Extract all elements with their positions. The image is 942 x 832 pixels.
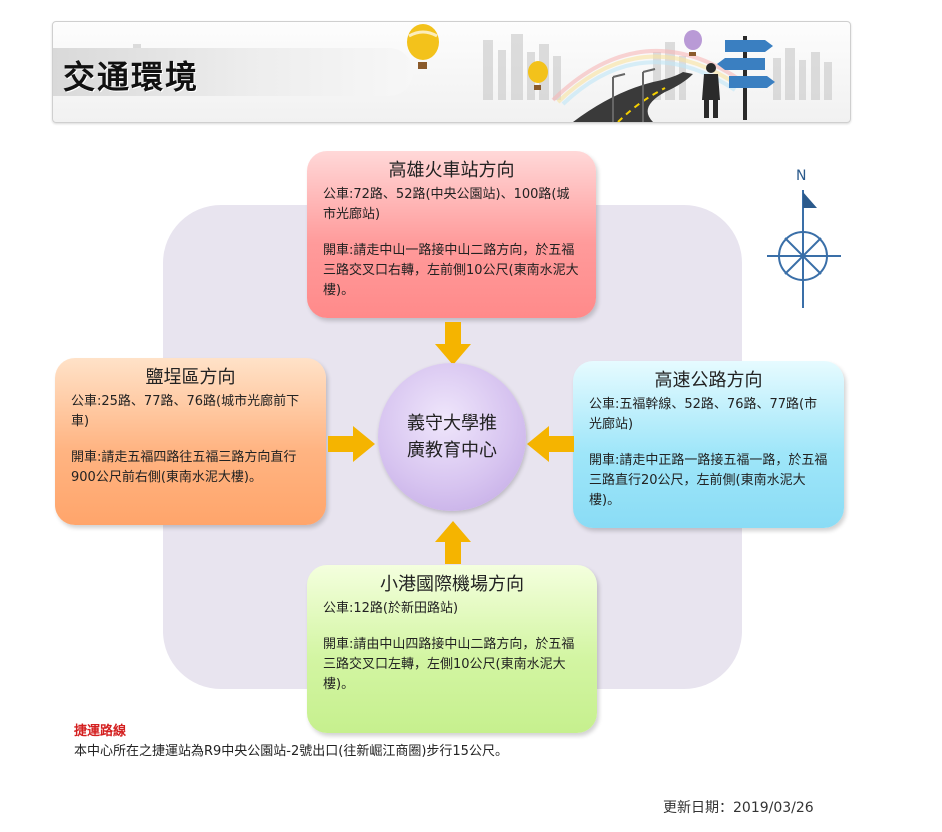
compass-north-label: N [796, 168, 807, 184]
center-title: 義守大學推廣教育中心 [407, 413, 497, 461]
metro-text: 本中心所在之捷運站為R9中央公園站-2號出口(往新崛江商圈)步行15公尺。 [74, 744, 508, 759]
direction-box-north: 高雄火車站方向 公車:72路、52路(中央公園站)、100路(城市光廊站) 開車… [307, 151, 596, 318]
arrow-up-icon [435, 521, 471, 564]
bus-info-south: 公車:12路(於新田路站) [323, 601, 459, 616]
header-banner: 交通環境 [52, 21, 851, 123]
arrow-left-icon [527, 426, 574, 462]
update-date: 更新日期：2019/03/26 [663, 800, 814, 816]
bus-info-north: 公車:72路、52路(中央公園站)、100路(城市光廊站) [323, 187, 570, 222]
car-info-north: 開車:請走中山一路接中山二路方向，於五福三路交叉口右轉，左前側10公尺(東南水泥… [323, 243, 579, 298]
car-info-east: 開車:請走中正路一路接五福一路，於五福三路直行20公尺，左前側(東南水泥大樓)。 [589, 453, 828, 508]
car-info-south: 開車:請由中山四路接中山二路方向，於五福三路交叉口左轉，左側10公尺(東南水泥大… [323, 637, 575, 692]
direction-heading-west: 鹽埕區方向 [145, 367, 236, 388]
bus-info-east: 公車:五福幹線、52路、76路、77路(市光廊站) [589, 397, 818, 432]
compass-rose-icon [767, 190, 841, 308]
compass: N [765, 168, 845, 312]
direction-box-east: 高速公路方向 公車:五福幹線、52路、76路、77路(市光廊站) 開車:請走中正… [573, 361, 844, 528]
car-info-west: 開車:請走五福四路往五福三路方向直行900公尺前右側(東南水泥大樓)。 [71, 450, 297, 485]
banner-illustration [123, 24, 832, 122]
center-circle: 義守大學推廣教育中心 [378, 363, 526, 511]
direction-box-south: 小港國際機場方向 公車:12路(於新田路站) 開車:請由中山四路接中山二路方向，… [307, 565, 597, 733]
direction-heading-north: 高雄火車站方向 [388, 160, 515, 181]
direction-box-west: 鹽埕區方向 公車:25路、77路、76路(城市光廊前下車) 開車:請走五福四路往… [55, 358, 326, 525]
arrow-down-icon [435, 322, 471, 365]
arrow-right-icon [328, 426, 375, 462]
bus-info-west: 公車:25路、77路、76路(城市光廊前下車) [71, 394, 300, 429]
title-plate [53, 48, 413, 96]
direction-heading-south: 小港國際機場方向 [380, 574, 524, 595]
page-title: 交通環境 [63, 58, 200, 96]
metro-title: 捷運路線 [74, 724, 127, 739]
direction-heading-east: 高速公路方向 [654, 370, 763, 391]
